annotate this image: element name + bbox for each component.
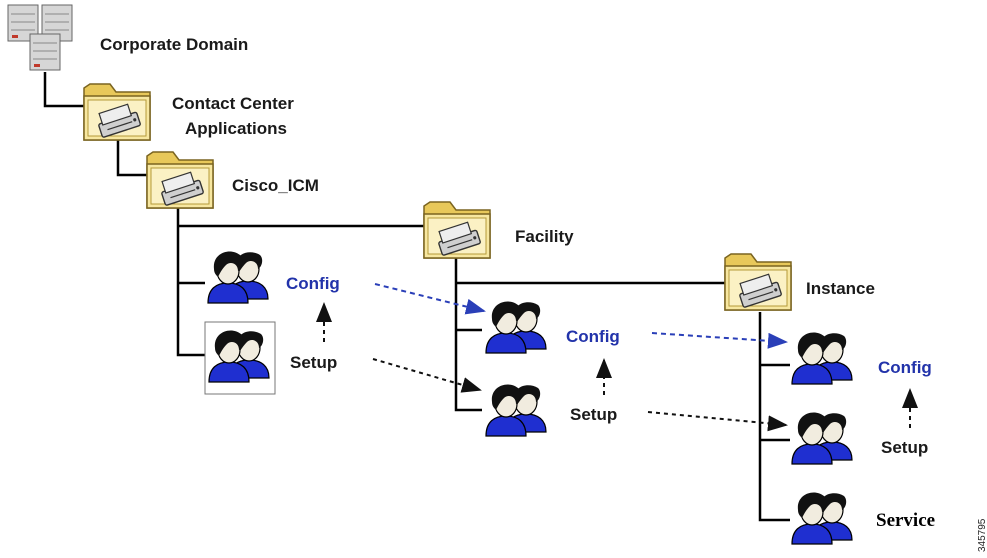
contact-center-label-line1: Contact Center [172, 94, 294, 113]
users-icon [791, 331, 853, 385]
users-icon [207, 250, 269, 304]
icm-setup-label: Setup [290, 353, 337, 372]
corporate-domain-label: Corporate Domain [100, 35, 248, 54]
server-icon [7, 4, 73, 71]
users-icon [791, 411, 853, 465]
connector-instance-tree [758, 312, 790, 522]
facility-config-to-instance-config-arrow [651, 332, 788, 349]
users-icon [791, 491, 853, 545]
users-icon-frame [204, 321, 276, 395]
cisco-icm-label: Cisco_ICM [232, 176, 319, 195]
figure-id: 345795 [977, 518, 987, 552]
facility-config-label: Config [566, 327, 620, 346]
instance-label: Instance [806, 279, 875, 298]
facility-setup-to-instance-setup-arrow [647, 411, 788, 432]
folder-icon [146, 151, 214, 209]
instance-setup-label: Setup [881, 438, 928, 457]
facility-setup-label: Setup [570, 405, 617, 424]
facility-label: Facility [515, 227, 574, 246]
folder-icon [423, 201, 491, 259]
icm-config-label: Config [286, 274, 340, 293]
instance-service-label: Service [876, 510, 935, 531]
connector-icm-tree [176, 208, 425, 357]
users-icon [485, 383, 547, 437]
connector-corporate-to-contact-center [43, 72, 85, 108]
icm-setup-to-facility-setup-arrow [372, 358, 482, 393]
connector-contact-center-to-icm [116, 138, 148, 177]
instance-config-label: Config [878, 358, 932, 377]
icm-config-to-facility-config-arrow [374, 283, 486, 315]
contact-center-label-line2: Applications [185, 119, 287, 138]
users-icon [485, 300, 547, 354]
folder-icon [83, 83, 151, 141]
folder-icon [724, 253, 792, 311]
connector-facility-tree [454, 258, 730, 412]
